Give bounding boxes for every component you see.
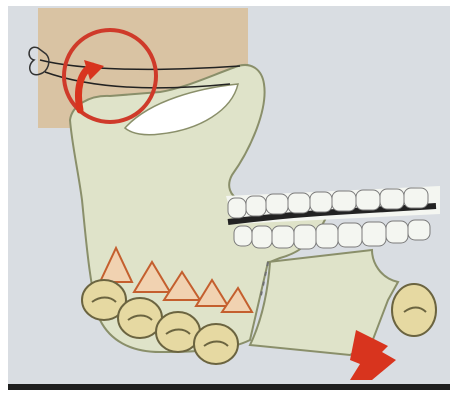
figure-bottom-border <box>8 384 450 390</box>
